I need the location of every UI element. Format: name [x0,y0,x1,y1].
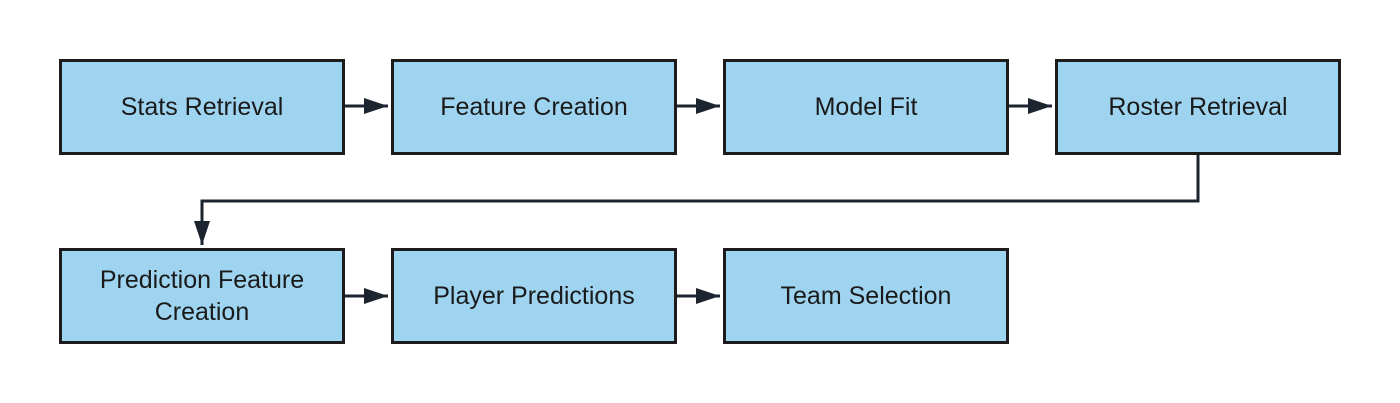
node-team-selection: Team Selection [723,248,1009,344]
node-label: Prediction Feature Creation [99,266,305,326]
node-model-fit: Model Fit [723,59,1009,155]
node-roster-retrieval: Roster Retrieval [1055,59,1341,155]
edge-roster-to-prediction-feature [194,155,1200,245]
node-player-predictions: Player Predictions [391,248,677,344]
node-label: Model Fit [814,93,918,121]
node-label: Roster Retrieval [1108,93,1288,121]
node-stats-retrieval: Stats Retrieval [59,59,345,155]
node-label: Player Predictions [433,282,635,310]
node-prediction-feature-creation: Prediction Feature Creation [59,248,345,344]
node-label: Stats Retrieval [120,93,284,121]
node-feature-creation: Feature Creation [391,59,677,155]
node-label: Feature Creation [440,93,628,121]
node-label: Team Selection [780,282,952,310]
